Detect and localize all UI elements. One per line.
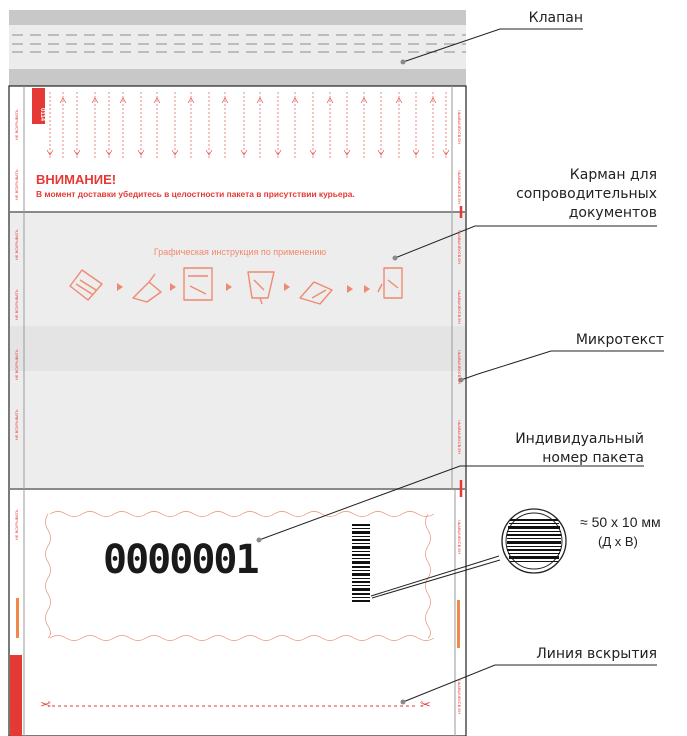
left-red-mark <box>10 655 22 736</box>
code-tag <box>32 88 45 124</box>
callout-opening-line: Линия вскрытия <box>536 646 657 662</box>
scissors-icon: ✂ <box>40 698 51 713</box>
side-microtext-left: НЕ ВСКРЫВАТЬ <box>14 509 19 540</box>
side-microtext-right: ЧЬАВЫЧЕКСВ ЕН <box>457 170 462 204</box>
side-microtext-right: ЧЬАВЫЧЕКСВ ЕН <box>457 350 462 384</box>
left-orange-mark <box>16 598 19 638</box>
serial-number: 0000001 <box>103 537 260 583</box>
callout-pocket: Карман для сопроводительных документов <box>480 166 657 223</box>
side-microtext-left: НЕ ВСКРЫВАТЬ <box>14 169 19 200</box>
scissors-icon: ✂ <box>420 698 431 713</box>
document-pocket <box>10 211 465 490</box>
barcode-dimensions: ≈ 50 х 10 мм <box>580 514 661 530</box>
callout-flap: Клапан <box>528 10 583 26</box>
callout-number-line1: Индивидуальный <box>515 431 644 447</box>
step-icon <box>132 273 162 303</box>
tamper-arrows <box>46 92 450 160</box>
side-microtext-left: НЕ ВСКРЫВАТЬ <box>14 409 19 440</box>
barcode <box>352 524 370 602</box>
leader-dots <box>256 59 464 705</box>
step-icon <box>247 271 275 305</box>
flap <box>9 10 466 86</box>
side-microtext-right: ЧЬАВЫЧЕКСВ ЕН <box>457 520 462 554</box>
step-icon <box>299 281 333 305</box>
callout-number-line2: номер пакета <box>542 450 644 466</box>
step-icon <box>183 267 213 301</box>
side-microtext-right: ЧЬАВЫЧЕКСВ ЕН <box>457 290 462 324</box>
step-icon <box>377 267 403 299</box>
attention-text: В момент доставки убедитесь в целостност… <box>36 189 355 199</box>
side-microtext-left: НЕ ВСКРЫВАТЬ <box>14 349 19 380</box>
side-microtext-right: ЧЬАВЫЧЕКСВ ЕН <box>457 230 462 264</box>
barcode-dimensions-legend: (Д х В) <box>598 534 638 549</box>
code-tag-label: 0114 <box>39 108 45 122</box>
side-microtext-right: ЧЬАВЫЧЕКСВ ЕН <box>457 420 462 454</box>
step-arrows <box>117 283 370 293</box>
right-orange-mark <box>457 600 460 648</box>
serial-frame <box>45 511 435 641</box>
side-microtext-left: НЕ ВСКРЫВАТЬ <box>14 699 19 730</box>
callout-pocket-line3: документов <box>568 205 657 221</box>
callout-microtext: Микротекст <box>575 332 664 348</box>
side-microtext-right: ЧЬАВЫЧЕКСВ ЕН <box>457 680 462 714</box>
instruction-pictograms <box>69 267 403 305</box>
step-icon <box>69 269 103 301</box>
side-microtext-left: НЕ ВСКРЫВАТЬ <box>14 289 19 320</box>
callout-pocket-line1: Карман для <box>569 167 657 183</box>
attention-title: ВНИМАНИЕ! <box>36 172 117 187</box>
side-microtext-left: НЕ ВСКРЫВАТЬ <box>14 109 19 140</box>
leader-lines <box>258 28 664 703</box>
instruction-title: Графическая инструкция по применению <box>153 247 327 257</box>
side-microtext-left: НЕ ВСКРЫВАТЬ <box>14 229 19 260</box>
barcode-magnifier <box>501 508 567 574</box>
side-microtext-right: ЧЬАВЫЧЕКСВ ЕН <box>457 110 462 144</box>
callout-number: Индивидуальный номер пакета <box>460 430 644 468</box>
callout-pocket-line2: сопроводительных <box>516 186 657 202</box>
